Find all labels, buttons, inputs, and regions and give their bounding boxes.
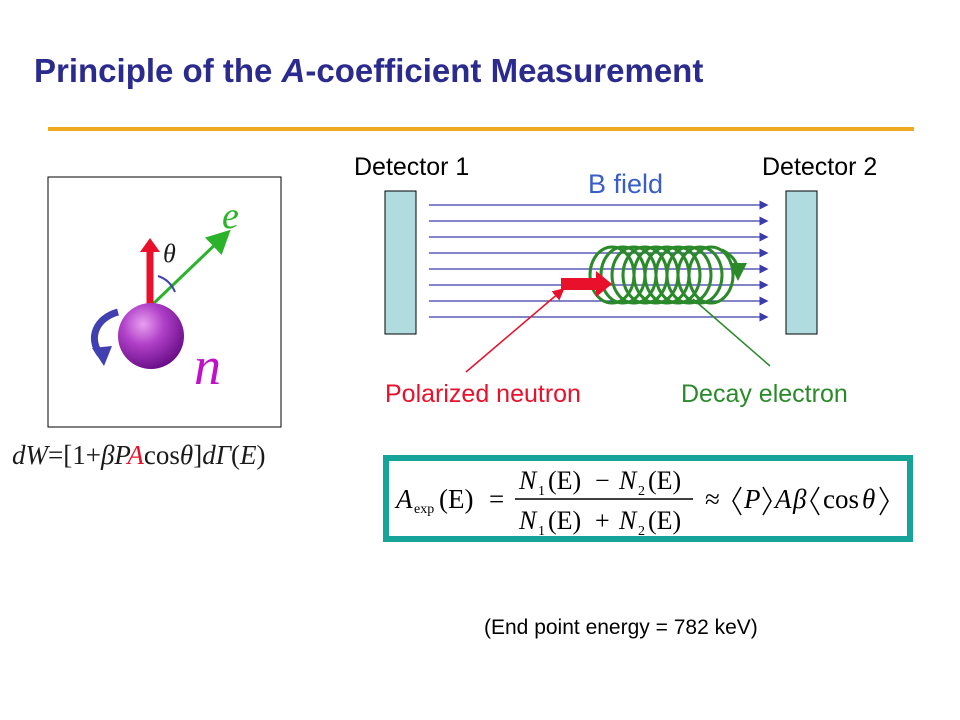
spiral-loop <box>676 245 724 305</box>
title-italic: A <box>281 52 306 89</box>
svg-text:(E): (E) <box>439 484 473 514</box>
svg-text:−: − <box>595 466 610 495</box>
title-suffix: -coefficient Measurement <box>305 52 704 89</box>
asymmetry-formula: A exp (E) = N 1 (E) − N 2 (E) N 1 (E) + … <box>389 461 907 539</box>
page-title: Principle of the A-coefficient Measureme… <box>34 52 703 90</box>
svg-text:A: A <box>773 484 792 514</box>
svg-text:N: N <box>618 506 638 535</box>
svg-text:(E): (E) <box>548 466 581 495</box>
detector-2-label: Detector 2 <box>762 153 877 181</box>
decay-rate-formula: dW=[1+βPAcosθ]dΓ(E) <box>12 440 266 470</box>
detector-1-label: Detector 1 <box>354 153 469 181</box>
spiral-loop <box>654 245 702 305</box>
svg-text:N: N <box>518 506 538 535</box>
detector-1 <box>384 190 417 335</box>
electron-direction-arrow <box>150 229 231 307</box>
svg-text:β: β <box>792 484 807 514</box>
title-underline <box>48 127 914 131</box>
electron-symbol: e <box>222 195 239 237</box>
svg-text:(E): (E) <box>648 506 681 535</box>
svg-text:2: 2 <box>638 524 645 539</box>
svg-text:A: A <box>394 484 413 514</box>
endpoint-energy-note: (End point energy = 782 keV) <box>484 616 758 639</box>
svg-text:2: 2 <box>638 484 645 499</box>
electron-pointer-line <box>692 298 771 367</box>
svg-text:P: P <box>743 484 761 514</box>
spin-rotation-arrowhead <box>92 346 112 366</box>
svg-text:(E): (E) <box>648 466 681 495</box>
sketch-frame <box>47 176 282 428</box>
decay-electron-label: Decay electron <box>681 380 848 408</box>
theta-symbol: θ <box>163 239 176 268</box>
svg-text:N: N <box>518 466 538 495</box>
svg-text:1: 1 <box>538 484 545 499</box>
neutron-ball <box>118 303 184 369</box>
asymmetry-formula-box: A exp (E) = N 1 (E) − N 2 (E) N 1 (E) + … <box>383 455 913 542</box>
svg-text:cos: cos <box>823 484 859 514</box>
svg-text:N: N <box>618 466 638 495</box>
field-lines <box>429 200 769 322</box>
svg-text:exp: exp <box>414 502 434 517</box>
bfield-label: B field <box>588 169 663 199</box>
spiral-loop <box>665 245 713 305</box>
svg-text:θ: θ <box>862 484 875 514</box>
svg-text:+: + <box>595 506 610 535</box>
polarized-neutron-label: Polarized neutron <box>385 380 581 408</box>
detector-2 <box>785 190 818 335</box>
electron-spiral <box>588 245 747 305</box>
polarized-neutron-arrowhead <box>596 271 612 297</box>
spin-arrow-head <box>140 238 160 252</box>
svg-text:(E): (E) <box>548 506 581 535</box>
neutron-pointer-line <box>465 288 565 373</box>
svg-text:=: = <box>489 484 504 514</box>
polarized-neutron-arrow <box>561 278 599 290</box>
title-prefix: Principle of the <box>34 52 282 89</box>
spiral-end-arrow <box>721 248 747 281</box>
svg-text:≈: ≈ <box>705 484 720 514</box>
angle-arc <box>157 275 176 293</box>
neutron-symbol: n <box>194 336 221 396</box>
svg-text:1: 1 <box>538 524 545 539</box>
